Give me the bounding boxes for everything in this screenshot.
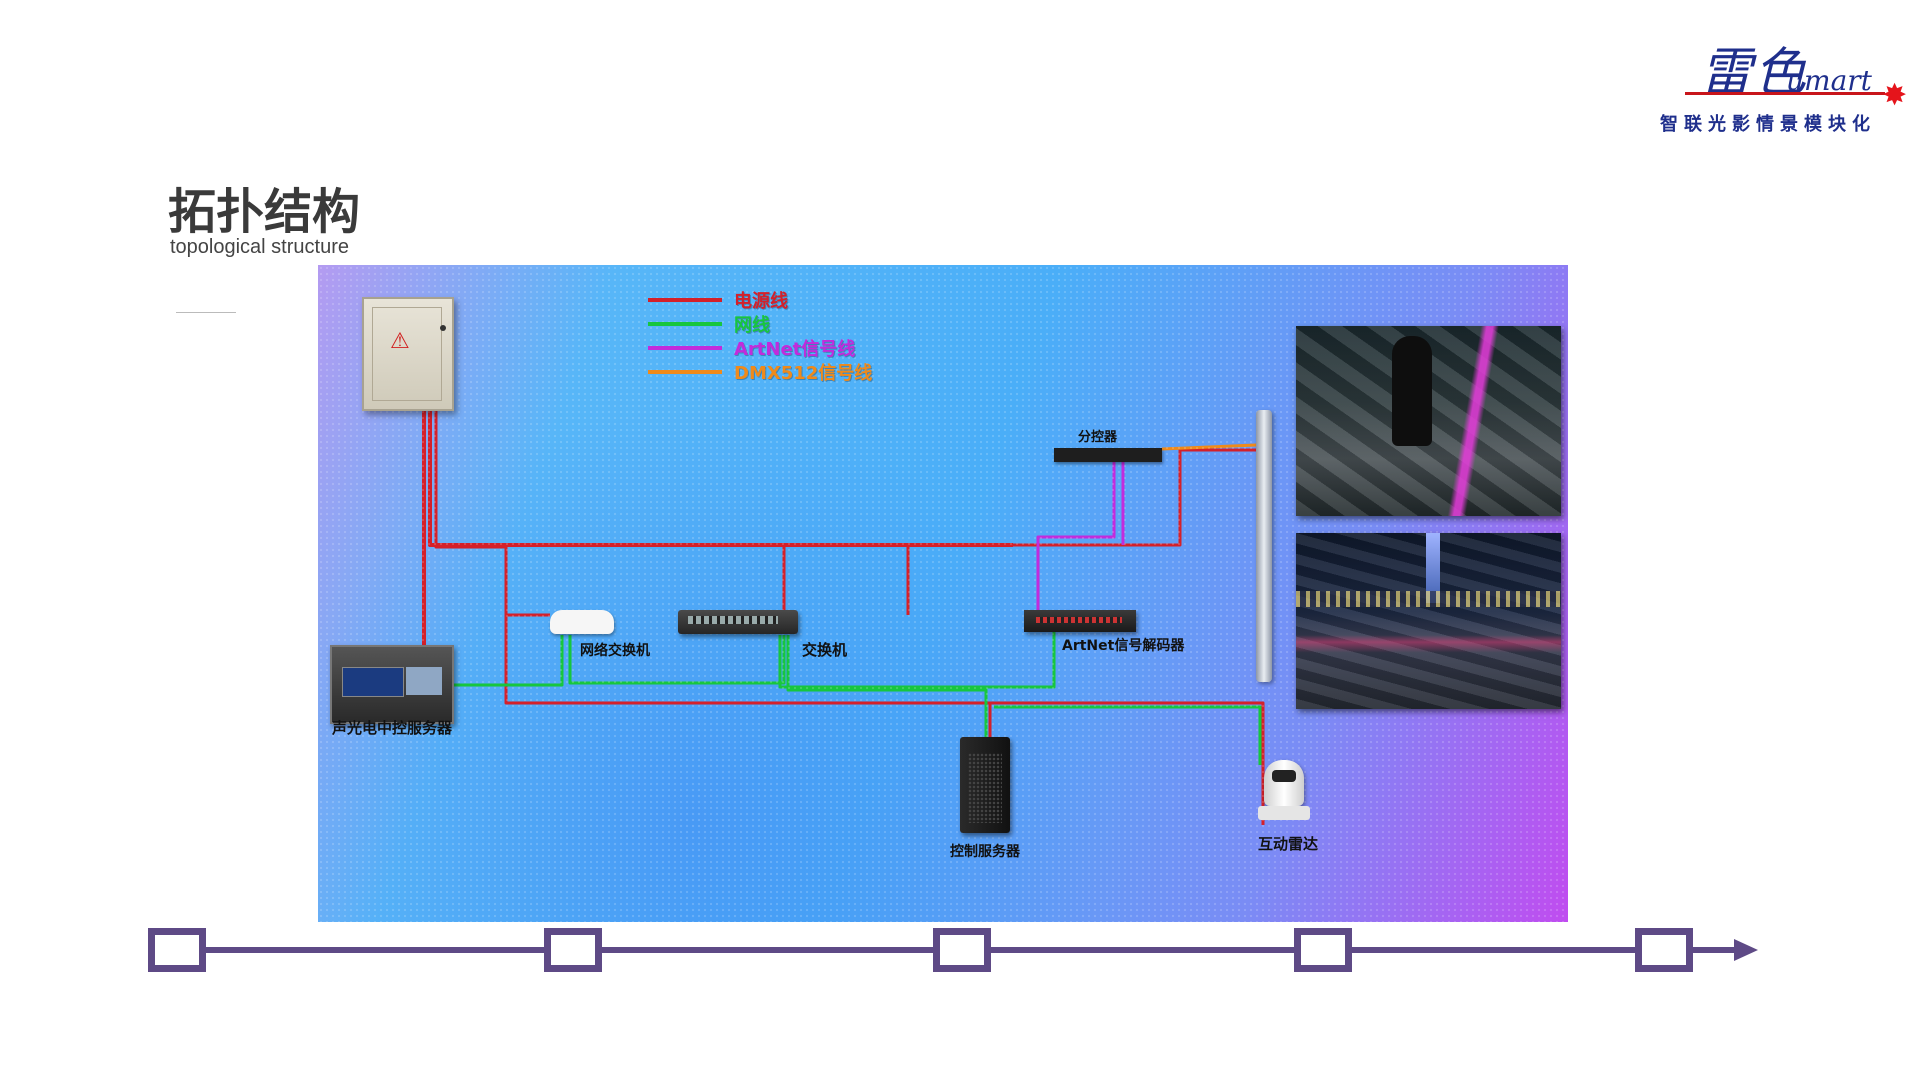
- legend-label: 网线: [734, 315, 770, 336]
- timeline-node: [1635, 928, 1693, 972]
- legend-label: ArtNet信号线: [734, 339, 856, 360]
- network-wire: [786, 635, 988, 737]
- dmx512-wire: [1161, 443, 1257, 451]
- led-light-strip: [1256, 410, 1272, 682]
- city-skyline: [1296, 591, 1561, 607]
- legend-power: 电源线: [648, 287, 788, 313]
- title-divider: [176, 312, 236, 313]
- timeline-node: [148, 928, 206, 972]
- interactive-radar: [1258, 760, 1310, 822]
- radar-label: 互动雷达: [1258, 835, 1319, 853]
- legend-swatch: [648, 346, 722, 350]
- tower-grille: [968, 753, 1002, 823]
- cabinet-door: [372, 307, 442, 401]
- network-wire: [994, 705, 1262, 765]
- legend-swatch: [648, 322, 722, 326]
- brand-logo: 雷色 umart ✸ 智联光影情景模块化: [1660, 30, 1920, 140]
- radar-sensor: [1272, 770, 1296, 782]
- legend-network: 网线: [648, 311, 770, 337]
- timeline-arrow-icon: [1734, 939, 1758, 961]
- walkway-night-photo: [1296, 326, 1561, 516]
- splitter-controller: [1054, 448, 1162, 462]
- network-wire: [568, 635, 786, 685]
- legend-label: 电源线: [734, 291, 788, 312]
- logo-star-icon: ✸: [1882, 78, 1908, 113]
- waterfront-night-photo: [1296, 533, 1561, 709]
- timeline-node: [933, 928, 991, 972]
- brand-slogan: 智联光影情景模块化: [1660, 114, 1876, 135]
- decoder-ports: [1036, 617, 1122, 623]
- radar-base: [1258, 806, 1310, 820]
- legend-artnet: ArtNet信号线: [648, 335, 855, 361]
- legend-swatch: [648, 370, 722, 374]
- radar-body: [1264, 760, 1304, 806]
- network-ap-device: [550, 610, 614, 634]
- high-voltage-warning-icon: ⚠: [390, 329, 410, 354]
- page-title: 拓扑结构: [168, 184, 361, 240]
- av-server-label: 声光电中控服务器: [332, 719, 453, 737]
- av-control-server: [330, 645, 454, 724]
- power-wire: [428, 407, 1013, 547]
- control-server-label: 控制服务器: [950, 844, 1020, 860]
- logo-suffix: umart: [1786, 64, 1872, 97]
- pedestrian-silhouette: [1392, 336, 1432, 446]
- timeline: [148, 928, 1758, 972]
- connection-wires: [422, 407, 1265, 825]
- legend-label: DMX512信号线: [734, 363, 873, 384]
- switch-label: 交换机: [802, 641, 848, 659]
- network-switch: [678, 610, 798, 634]
- server-panel: [406, 667, 442, 695]
- control-server-tower: [960, 737, 1010, 833]
- power-wire: [1013, 448, 1256, 547]
- legend-dmx512: DMX512信号线: [648, 359, 872, 385]
- power-distribution-box: ⚠: [362, 297, 454, 411]
- ap-router-label: 网络交换机: [580, 643, 650, 659]
- server-display: [342, 667, 404, 697]
- splitter-label: 分控器: [1078, 430, 1118, 445]
- network-wire: [778, 632, 1056, 689]
- topology-diagram: 电源线 网线 ArtNet信号线 DMX512信号线 ⚠ 声光电中控服务器 网络…: [318, 265, 1568, 922]
- logo-underline: [1685, 92, 1885, 95]
- artnet-wire: [1036, 462, 1116, 610]
- cabinet-lock-icon: [440, 325, 446, 331]
- page-subtitle: topological structure: [170, 236, 349, 258]
- timeline-node: [1294, 928, 1352, 972]
- skyscraper-silhouette: [1426, 533, 1440, 603]
- legend-swatch: [648, 298, 722, 302]
- artnet-decoder: [1024, 610, 1136, 632]
- switch-ports: [688, 616, 778, 624]
- decoder-label: ArtNet信号解码器: [1062, 638, 1185, 654]
- timeline-node: [544, 928, 602, 972]
- network-wire: [450, 635, 564, 687]
- power-wire: [434, 407, 1265, 825]
